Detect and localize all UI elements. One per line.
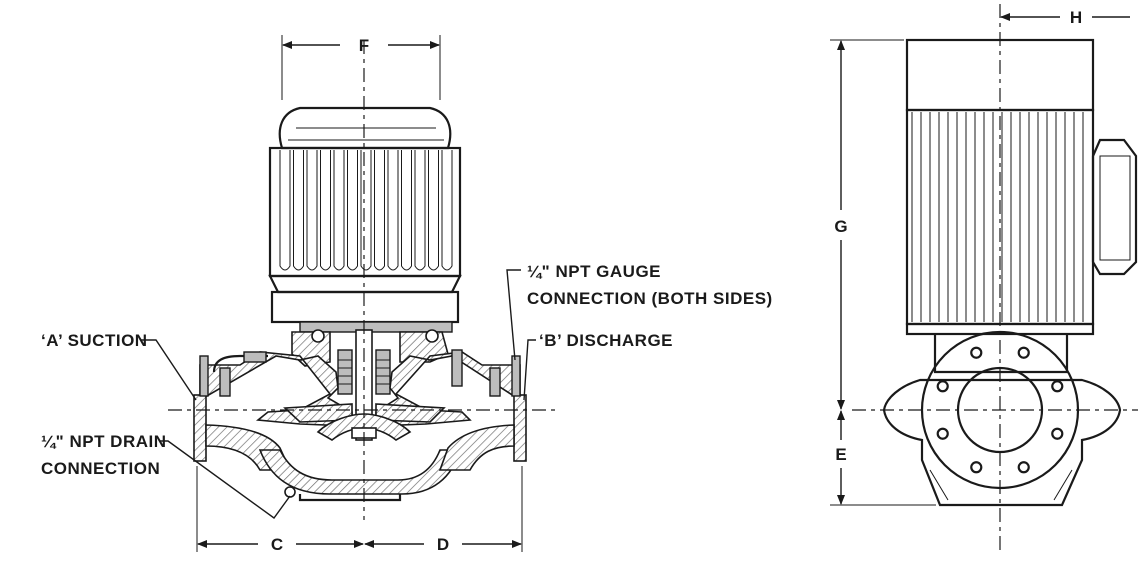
flange-bolt-hole	[936, 380, 949, 393]
flange-bolt-hole	[970, 461, 983, 474]
flange-bolt-hole	[936, 427, 949, 440]
mechanical-seal	[337, 349, 391, 395]
callout-discharge: ‘B’ DISCHARGE	[523, 331, 673, 401]
dimension-g-label: G	[834, 217, 847, 236]
dimension-h: H	[1000, 8, 1130, 27]
motor-rib	[374, 150, 385, 271]
motor-rib	[293, 150, 304, 271]
callout-drain: ¼" NPT DRAIN CONNECTION	[41, 432, 291, 519]
dimension-g: G	[830, 39, 904, 410]
motor-rib	[279, 150, 291, 271]
motor-rib	[360, 150, 372, 271]
gauge-label-line1: ¼" NPT GAUGE	[527, 262, 661, 281]
motor-rib	[387, 150, 399, 271]
gauge-label-line2: CONNECTION (BOTH SIDES)	[527, 289, 773, 308]
discharge-label: ‘B’ DISCHARGE	[539, 331, 673, 350]
gauge-fittings	[199, 349, 521, 397]
motor-rib	[441, 150, 453, 271]
dimension-d-label: D	[437, 535, 449, 554]
side-bracket	[933, 334, 1069, 374]
dimension-e: E	[830, 410, 936, 506]
flange-bolt-hole	[1017, 346, 1030, 359]
dimension-f-label: F	[359, 36, 369, 55]
drain-label-line1: ¼" NPT DRAIN	[41, 432, 167, 451]
pump-side-view: G E H	[830, 4, 1138, 552]
motor-rib	[306, 150, 318, 271]
motor-fan-cover	[278, 106, 452, 150]
drain-label-line2: CONNECTION	[41, 459, 160, 478]
motor-rib	[428, 150, 439, 271]
flange-bolt-hole	[1051, 380, 1064, 393]
suction-label: ‘A’ SUCTION	[41, 331, 148, 350]
flange-bolt-hole	[1017, 461, 1030, 474]
callout-suction: ‘A’ SUCTION	[41, 331, 197, 401]
side-motor	[905, 38, 1138, 336]
dimension-f: F	[281, 35, 441, 100]
flange-bolt-hole	[970, 346, 983, 359]
callout-gauge: ¼" NPT GAUGE CONNECTION (BOTH SIDES)	[506, 262, 773, 361]
dimension-c: C	[196, 466, 364, 554]
dimension-c-label: C	[271, 535, 283, 554]
motor-rib	[333, 150, 345, 271]
pump-casing	[193, 351, 527, 502]
side-casing	[882, 330, 1122, 507]
pump-section-view: F C D ‘A’ SUCTION ‘B’ DISCHARGE ¼" NPT	[41, 35, 773, 554]
flange-bolt-hole	[1051, 427, 1064, 440]
dimension-d: D	[364, 466, 523, 554]
dimension-h-label: H	[1070, 8, 1082, 27]
dimension-e-label: E	[835, 445, 846, 464]
motor-body	[268, 146, 462, 324]
motor-rib	[414, 150, 426, 271]
motor-rib	[320, 150, 331, 271]
motor-rib	[347, 150, 358, 271]
motor-rib	[401, 150, 412, 271]
